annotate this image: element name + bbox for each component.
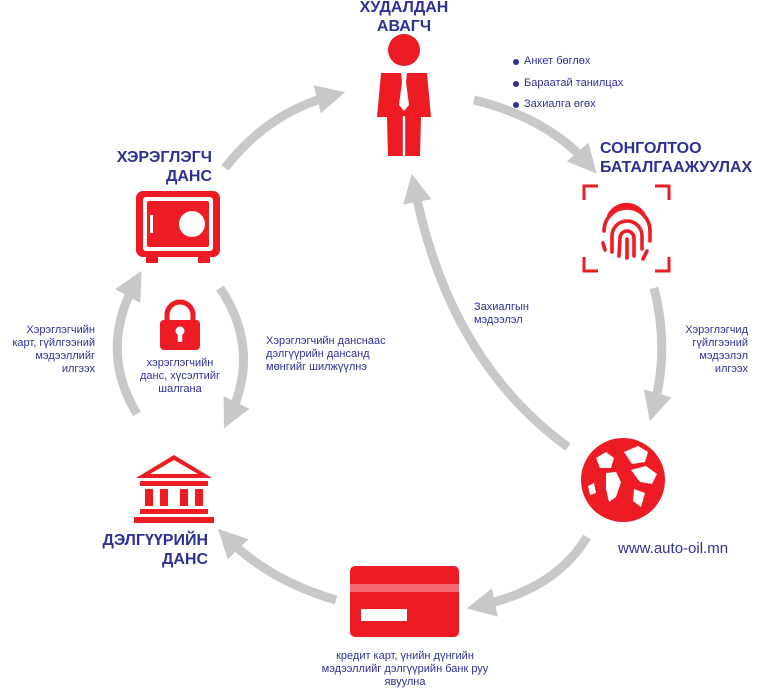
shop-account-title: ДЭЛГҮҮРИЙН ДАНС (102, 532, 209, 568)
list-item: Бараатай танилцах (513, 73, 623, 95)
note-card-info: кредит карт, үнийн дүнгийн мэдээллийг дэ… (321, 650, 489, 688)
list-item: Захиалга өгөх (513, 94, 623, 116)
note-transfer: Хэрэглэгчийн данснаас дэлгүүрийн дансанд… (266, 335, 386, 373)
verify-title: СОНГОЛТОО БАТАЛГААЖУУЛАХ (600, 140, 753, 176)
note-order-info: Захиалгын мэдээлэл (474, 301, 529, 326)
note-send-card-info: Хэрэглэгчийн карт, гүйлгээний мэдээллийг… (12, 324, 95, 375)
arrow-card-to-shop (217, 528, 338, 605)
arrow-user-to-shop (216, 285, 250, 429)
arrow-shop-to-user (112, 270, 142, 417)
note-send-user-info: Хэрэглэгчид гүйлгээний мэдээлэл илгээх (685, 324, 748, 375)
note-check-balance: хэрэглэгчийн данс, хүсэлтийг шалгана (140, 357, 220, 395)
credit-card-icon (350, 566, 459, 637)
bank-icon (134, 455, 214, 523)
arrow-verify-to-website (643, 286, 672, 422)
globe-icon (581, 438, 665, 522)
fingerprint-icon (582, 184, 671, 273)
safe-icon (136, 191, 220, 263)
arrow-user-to-seller (221, 85, 346, 171)
list-item: Анкет бөглөх (513, 51, 623, 73)
website-url: www.auto-oil.mn (618, 540, 729, 557)
padlock-icon (160, 299, 200, 350)
seller-title: ХУДАЛДАН АВАГЧ (359, 0, 449, 35)
arrow-seller-to-verify (472, 95, 597, 174)
arrow-website-to-seller (403, 173, 571, 451)
businessman-icon (377, 34, 431, 156)
arrow-website-to-card (466, 534, 591, 617)
seller-steps-list: Анкет бөглөх Бараатай танилцах Захиалга … (513, 51, 623, 116)
user-account-title: ХЭРЭГЛЭГЧ ДАНС (116, 149, 212, 185)
